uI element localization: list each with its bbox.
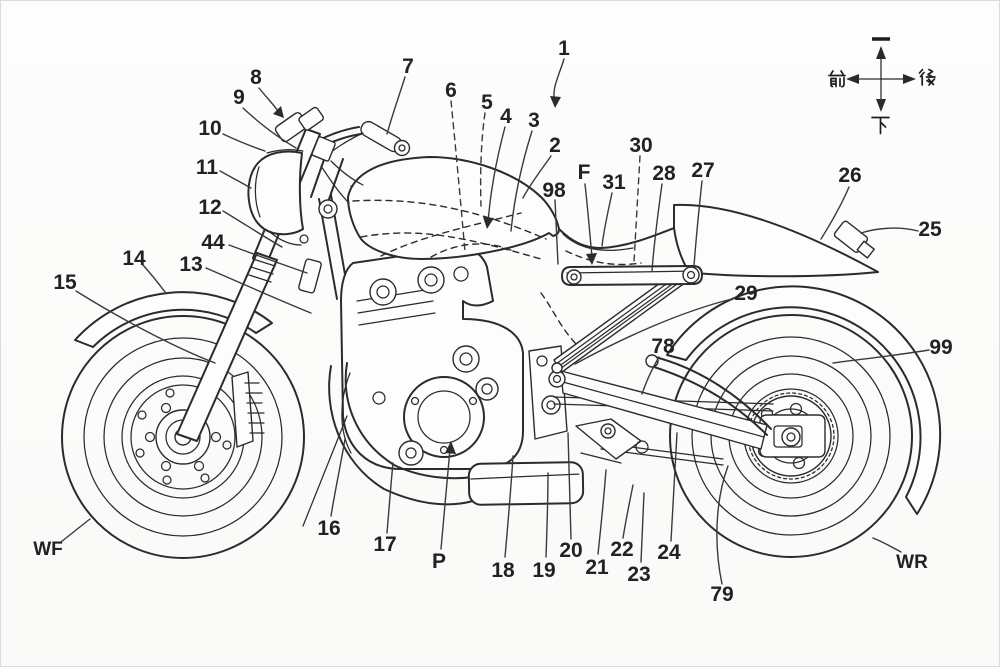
callout-F: F [578,161,591,184]
callout-6: 6 [445,79,457,102]
callout-WR: WR [896,552,928,573]
callout-99: 99 [929,336,952,359]
callout-7: 7 [402,55,414,78]
callouts: 1 2 3 4 5 6 7 8 9 10 11 12 13 14 15 16 1… [33,37,952,606]
callout-9: 9 [233,86,245,109]
callout-12: 12 [198,196,221,219]
tail-cowl [673,203,879,278]
callout-11: 11 [196,156,219,179]
brake-caliper [231,371,265,448]
callout-26: 26 [838,164,861,187]
callout-98: 98 [542,179,566,202]
callout-79: 79 [710,583,733,606]
taillight [833,220,875,259]
swingarm [548,354,774,466]
callout-30: 30 [629,134,652,157]
kanji-down [871,116,890,135]
callout-16: 16 [317,517,340,540]
leader-lines [60,58,930,585]
engine [302,246,524,527]
callout-17: 17 [373,533,396,556]
callout-24: 24 [657,541,681,564]
switch-housing [298,106,324,131]
callout-2: 2 [549,134,561,157]
callout-3: 3 [528,109,540,132]
kanji-front [828,70,846,88]
direction-compass: 前 後 下 一 [828,37,936,135]
callout-WF: WF [33,539,63,560]
callout-22: 22 [610,538,633,561]
callout-25: 25 [918,218,942,241]
callout-21: 21 [585,556,609,579]
callout-44: 44 [201,231,225,254]
fuel-tank [347,156,560,260]
callout-23: 23 [627,563,650,586]
rear-wheel [669,314,913,558]
callout-14: 14 [122,247,146,270]
callout-29: 29 [734,282,757,305]
kanji-rear [918,68,936,86]
callout-5: 5 [481,91,493,114]
callout-1: 1 [558,37,570,60]
front-fender [74,291,273,348]
callout-20: 20 [559,539,582,562]
callout-19: 19 [532,559,555,582]
subframe [551,264,703,374]
callout-P: P [432,550,446,573]
callout-10: 10 [198,117,221,140]
exhaust [328,362,585,506]
callout-78: 78 [651,335,675,358]
callout-31: 31 [602,171,626,194]
callout-4: 4 [500,105,512,128]
headlight [247,149,309,246]
callout-8: 8 [250,66,262,89]
rear-fender [666,285,942,515]
callout-27: 27 [691,159,714,182]
callout-15: 15 [53,271,77,294]
callout-13: 13 [179,253,202,276]
callout-28: 28 [652,162,676,185]
seat [540,227,675,347]
callout-18: 18 [491,559,515,582]
handlebar [274,106,411,219]
